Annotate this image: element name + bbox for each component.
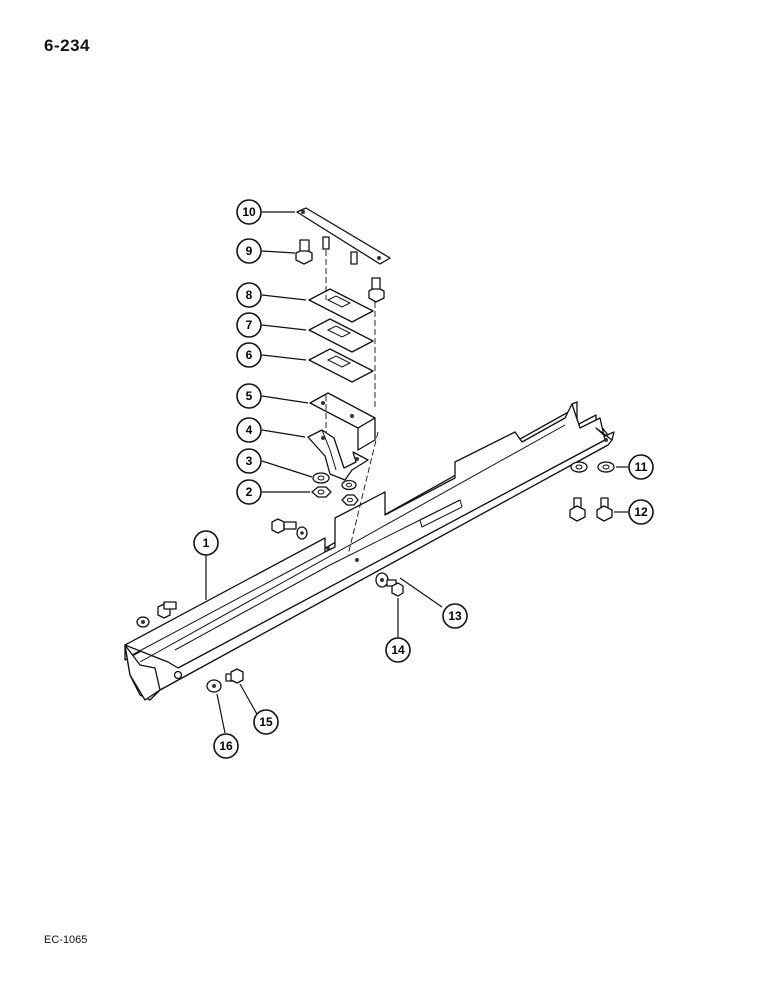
callout-label: 1 [203,536,210,550]
bolt [136,601,177,628]
callout-14: 14 [385,637,411,663]
plate-stud [350,251,358,265]
bolt [271,518,308,540]
bolt [596,497,613,522]
callout-label: 13 [448,609,462,623]
shim [308,318,374,353]
callout-label: 5 [246,389,253,403]
callout-label: 8 [246,288,253,302]
callout-label: 4 [246,423,253,437]
callout-2: 2 [236,479,262,505]
washer [375,572,389,588]
bolt [225,668,244,684]
washer [341,479,357,491]
bolt [368,277,385,303]
shim [308,288,374,323]
callout-label: 11 [635,460,648,474]
plate-stud [322,236,330,250]
callout-label: 10 [242,205,256,219]
callout-label: 16 [219,739,233,753]
callout-label: 7 [246,318,253,332]
saddle-clamp [307,429,369,481]
callout-1: 1 [193,530,219,556]
nut [341,494,359,506]
washer [206,679,222,693]
washer [312,472,330,484]
page-number: 6-234 [44,36,90,55]
bolt [569,497,586,522]
leader-lines [205,211,628,734]
callout-8: 8 [236,282,262,308]
washer [597,461,615,473]
callout-9: 9 [236,238,262,264]
callout-5: 5 [236,383,262,409]
angle-bracket [309,392,376,451]
callout-7: 7 [236,312,262,338]
bolt [295,239,313,265]
callout-label: 6 [246,348,253,362]
callout-label: 15 [259,715,273,729]
channel-rail [124,401,615,701]
callout-label: 9 [246,244,253,258]
callout-13: 13 [442,603,468,629]
callout-11: 11 [628,454,654,480]
top-plate [296,207,391,265]
callout-10: 10 [236,199,262,225]
callout-16: 16 [213,733,239,759]
washer [570,461,588,473]
callout-6: 6 [236,342,262,368]
callout-12: 12 [628,499,654,525]
callout-4: 4 [236,417,262,443]
nut [311,486,332,498]
document-code: EC-1065 [44,934,88,946]
shim [308,348,374,383]
callout-label: 3 [246,454,253,468]
bolt [386,579,404,597]
callout-label: 2 [246,485,253,499]
callout-label: 14 [391,643,405,657]
callout-15: 15 [253,709,279,735]
callout-3: 3 [236,448,262,474]
callout-label: 12 [634,505,648,519]
